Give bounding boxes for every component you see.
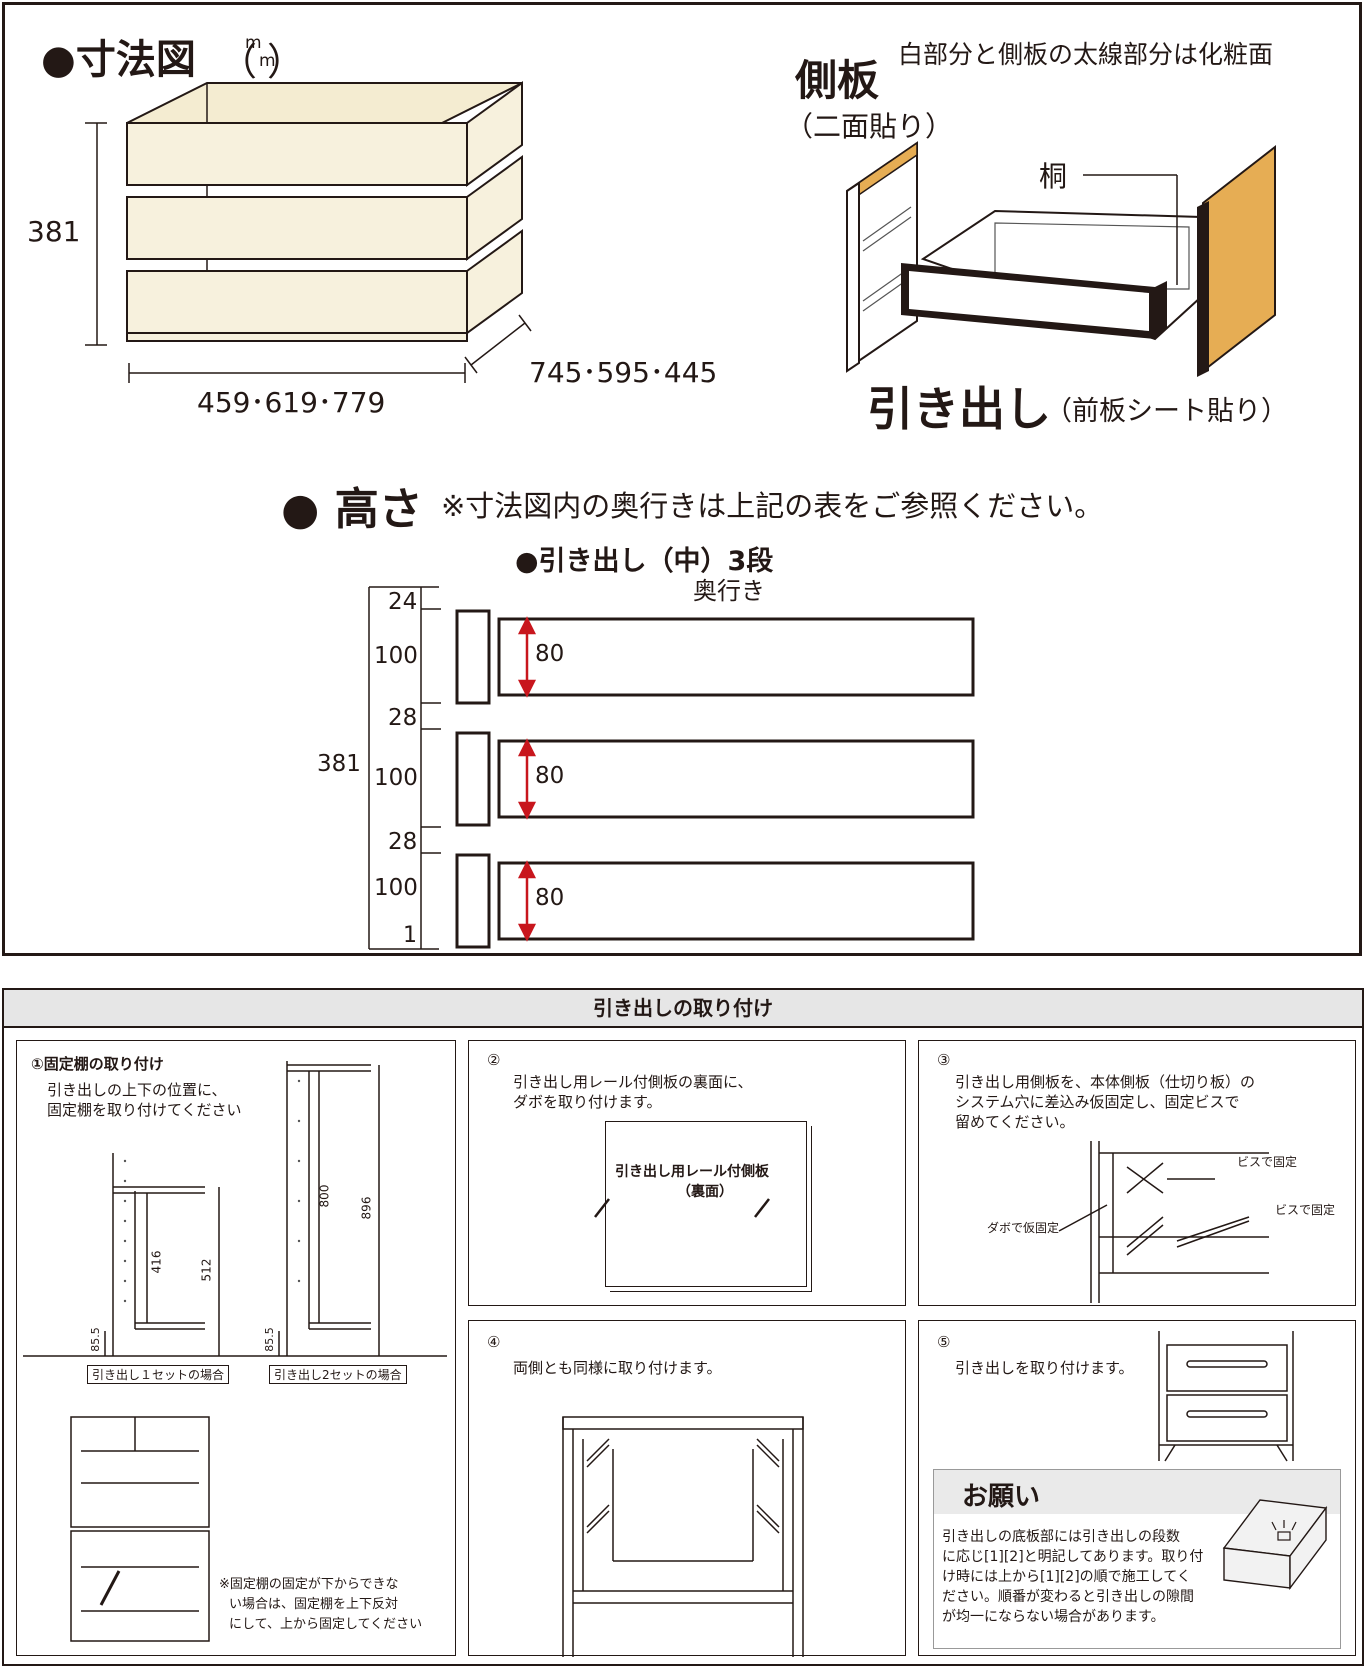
step-1-desc-1: 引き出しの上下の位置に、	[47, 1081, 227, 1099]
step-3-desc-3: 留めてください。	[955, 1113, 1075, 1131]
screw-fix-label-1: ビスで固定	[1237, 1155, 1298, 1169]
request-line-1: 引き出しの底板部には引き出しの段数	[942, 1529, 1180, 1545]
unit-sup: m	[245, 33, 262, 53]
depth-dimension-label: 745･595･445	[529, 356, 718, 389]
step-3-desc-2: システム穴に差込み仮固定し、固定ビスで	[955, 1093, 1240, 1111]
inner-height-1: 80	[535, 641, 565, 667]
total-height-label: 381	[317, 751, 361, 777]
step-2-desc-1: 引き出し用レール付側板の裏面に、	[513, 1073, 753, 1091]
segment-5: 28	[388, 829, 418, 855]
dim-416: 416	[149, 1250, 164, 1274]
segment-2: 100	[374, 643, 418, 669]
step-2-box: ② 引き出し用レール付側板の裏面に、 ダボを取り付けます。 引き出し用レール付側…	[468, 1040, 906, 1306]
segment-3: 28	[388, 705, 418, 731]
drawer-subtitle: （前板シート貼り）	[1045, 396, 1288, 427]
unit-sub: m	[259, 51, 276, 71]
finish-note: 白部分と側板の太線部分は化粧面	[898, 40, 1274, 69]
request-box: お願い 引き出しの底板部には引き出しの段数 に応じ[1][2]と明記してあります…	[933, 1469, 1341, 1649]
caption-2-set: 引き出し2セットの場合	[269, 1365, 407, 1384]
step-4-number: ④	[487, 1333, 501, 1351]
side-board-fixing-drawing	[1058, 1141, 1269, 1303]
step-5-box: ⑤ 引き出しを取り付けます。 お願い 引き出しの底板部には引き出しの段数 に応じ…	[918, 1320, 1356, 1656]
height-heading: ● 高さ	[281, 484, 423, 535]
side-panel-title: 側板	[795, 56, 880, 105]
height-profile-drawing	[368, 586, 975, 950]
dowel-fix-label: ダボで仮固定	[987, 1221, 1060, 1235]
drawer-bottom-mark-drawing	[1222, 1499, 1328, 1591]
step-5-number: ⑤	[937, 1333, 951, 1351]
dim-512: 512	[199, 1258, 214, 1282]
drawer-side-panel-drawing	[846, 141, 1276, 377]
step-4-box: ④ 両側とも同様に取り付けます。	[468, 1320, 906, 1657]
step-1-note-2: い場合は、固定棚を上下反対	[229, 1597, 399, 1612]
unit-close: ）	[267, 40, 306, 84]
inner-height-2: 80	[535, 763, 565, 789]
screw-fix-label-2: ビスで固定	[1275, 1203, 1336, 1217]
step-3-number: ③	[937, 1051, 951, 1069]
height-note: ※寸法図内の奥行きは上記の表をご参照ください。	[441, 489, 1104, 523]
step-2-number: ②	[487, 1051, 501, 1069]
dim-85-5-b: 85.5	[262, 1327, 276, 1352]
dim-896: 896	[359, 1196, 374, 1220]
installation-header: 引き出しの取り付け	[4, 990, 1362, 1028]
request-title: お願い	[962, 1482, 1041, 1512]
request-line-5: が均一にならない場合があります。	[942, 1609, 1165, 1625]
request-line-3: け時には上から[1][2]の順で施工してく	[942, 1569, 1191, 1585]
kiri-label: 桐	[1039, 160, 1068, 193]
request-line-2: に応じ[1][2]と明記してあります。取り付	[942, 1549, 1204, 1565]
request-line-4: ださい。順番が変わると引き出しの隙間	[942, 1589, 1194, 1605]
step-5-desc: 引き出しを取り付けます。	[955, 1359, 1134, 1377]
dowel-icons	[594, 1198, 770, 1218]
both-sides-drawing	[562, 1416, 804, 1657]
side-panel-subtitle: （二面貼り）	[785, 110, 954, 143]
section-title: ●引き出し（中）3段	[515, 546, 774, 577]
drawer-title: 引き出し	[867, 382, 1051, 436]
unit-mm: （	[219, 40, 258, 84]
segment-6: 100	[374, 875, 418, 901]
dimension-title: ●寸法図	[41, 37, 196, 83]
inner-height-3: 80	[535, 885, 565, 911]
installation-panel: 引き出しの取り付け ①固定棚の取り付け 引き出しの上下の位置に、 固定棚を取り付…	[2, 988, 1364, 1666]
dim-800: 800	[317, 1184, 332, 1208]
depth-word: 奥行き	[693, 577, 765, 605]
drawers-installed-drawing	[1158, 1331, 1294, 1462]
step-2-desc-2: ダボを取り付けます。	[513, 1093, 662, 1111]
stacked-drawers-drawing	[85, 81, 532, 383]
step-3-box: ③ 引き出し用側板を、本体側板（仕切り板）の システム穴に差込み仮固定し、固定ビ…	[918, 1040, 1356, 1306]
fixed-shelf-drawing	[23, 1061, 447, 1642]
step-1-note-3: にして、上から固定してください	[229, 1617, 423, 1632]
step-1-box: ①固定棚の取り付け 引き出しの上下の位置に、 固定棚を取り付けてください	[16, 1040, 456, 1656]
step-1-desc-2: 固定棚を取り付けてください	[47, 1101, 242, 1119]
step-1-title: ①固定棚の取り付け	[31, 1055, 164, 1073]
segment-7: 1	[403, 923, 417, 948]
step-1-note-1: ※固定棚の固定が下からできな	[219, 1577, 399, 1592]
board-label-2: （裏面）	[677, 1184, 733, 1200]
width-dimension-label: 459･619･779	[197, 386, 386, 419]
caption-1-set: 引き出し１セットの場合	[87, 1365, 230, 1384]
board-label-1: 引き出し用レール付側板	[615, 1164, 769, 1180]
segment-1: 24	[388, 589, 418, 615]
height-dimension-label: 381	[27, 215, 81, 248]
step-3-desc-1: 引き出し用側板を、本体側板（仕切り板）の	[955, 1073, 1256, 1091]
segment-4: 100	[374, 765, 418, 791]
dimension-panel: ●寸法図 （ m m ） 381 459･619･779 745･595･445…	[2, 2, 1362, 956]
dim-85-5-a: 85.5	[88, 1327, 102, 1352]
step-4-desc: 両側とも同様に取り付けます。	[513, 1359, 722, 1377]
